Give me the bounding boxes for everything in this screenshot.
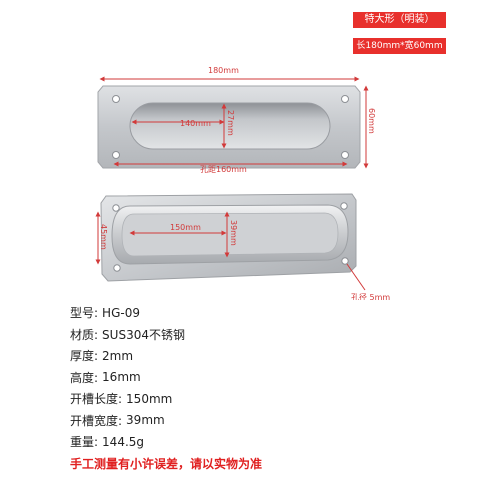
spec-value: 39mm: [126, 413, 165, 428]
top-slot-length-label: 140mm: [180, 119, 211, 128]
spec-row-slot-length: 开槽长度:150mm: [70, 388, 450, 410]
top-slot-width-label: 27mm: [226, 110, 235, 136]
measurement-note: 手工测量有小许误差，请以实物为准: [70, 456, 263, 471]
spec-row-thickness: 厚度:2mm: [70, 345, 450, 367]
spec-value: SUS304不锈钢: [102, 327, 185, 342]
spec-row-model: 型号:HG-09: [70, 302, 450, 324]
hole-diameter-label: 孔径 5mm: [351, 292, 390, 300]
spec-value: 144.5g: [102, 434, 145, 449]
spec-label: 高度:: [70, 370, 99, 385]
total-length-label: 180mm: [208, 66, 239, 75]
spec-row-slot-width: 开槽宽度:39mm: [70, 410, 450, 432]
spec-value: 16mm: [102, 370, 141, 385]
spec-value: HG-09: [102, 305, 140, 320]
spec-label: 开槽宽度:: [70, 413, 123, 428]
spec-label: 材质:: [70, 327, 99, 342]
spec-row-material: 材质:SUS304不锈钢: [70, 324, 450, 346]
bottom-height-label: 45mm: [99, 224, 108, 250]
top-handle: [97, 85, 361, 169]
product-drawing: 180mm 60mm 140mm 27mm 孔距160mm 150mm 39mm…: [95, 66, 390, 300]
bottom-handle: [100, 193, 357, 282]
spec-label: 型号:: [70, 306, 99, 321]
spec-label: 厚度:: [70, 349, 99, 364]
spec-value: 2mm: [102, 348, 134, 363]
size-detail-badge: 长180mm*宽60mm: [353, 38, 446, 54]
spec-row-height: 高度:16mm: [70, 367, 450, 389]
bottom-slot-length-label: 150mm: [170, 223, 201, 232]
bottom-slot-width-label: 39mm: [229, 220, 238, 246]
hole-spacing-label: 孔距160mm: [200, 165, 247, 174]
spec-row-weight: 重量:144.5g: [70, 431, 450, 453]
spec-label: 重量:: [70, 435, 99, 450]
spec-value: 150mm: [126, 391, 173, 406]
size-badge: 特大形（明装）: [353, 12, 446, 28]
spec-list: 型号:HG-09 材质:SUS304不锈钢 厚度:2mm 高度:16mm 开槽长…: [70, 302, 450, 472]
height-label: 60mm: [367, 108, 376, 134]
spec-label: 开槽长度:: [70, 392, 123, 407]
